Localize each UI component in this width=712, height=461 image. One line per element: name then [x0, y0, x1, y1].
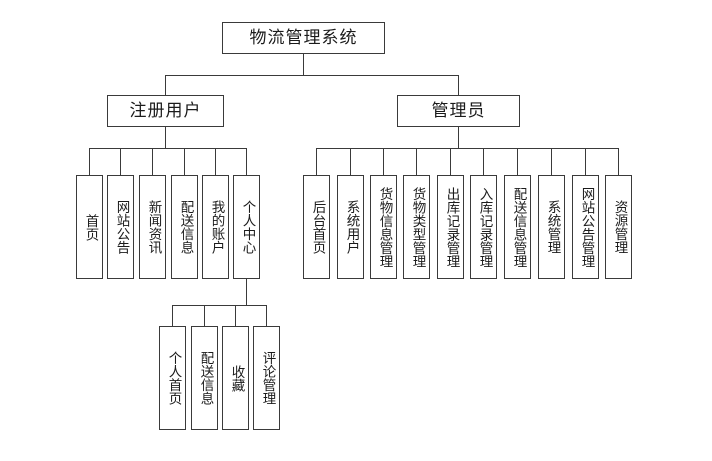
connector-drop-huowuxinxiguanli	[383, 148, 384, 175]
connector-drop-gerenshouye	[172, 305, 173, 326]
connector-bottom-bar	[172, 305, 267, 306]
node-label: 新闻资讯	[145, 200, 162, 254]
node-administrator[interactable]: 管理员	[397, 95, 520, 127]
node-label: 货物类型管理	[409, 186, 426, 268]
node-user-home[interactable]: 首页	[76, 175, 103, 279]
connector-drop-wodezhanghu	[215, 148, 216, 175]
connector-to-registered-user	[165, 75, 166, 95]
connector-administrator-stem	[458, 126, 459, 148]
connector-root-stem	[303, 53, 304, 75]
connector-drop-rukujiluguanli	[483, 148, 484, 175]
node-admin-goods-info-management[interactable]: 货物信息管理	[370, 175, 397, 279]
node-user-news[interactable]: 新闻资讯	[139, 175, 166, 279]
connector-drop-peisongxinxi	[184, 148, 185, 175]
connector-drop-ziyuanguanli	[618, 148, 619, 175]
node-label: 系统用户	[343, 200, 360, 254]
node-admin-backend-home[interactable]: 后台首页	[303, 175, 330, 279]
node-personal-favorites[interactable]: 收藏	[222, 326, 249, 430]
node-label: 个人中心	[239, 200, 256, 254]
node-label: 物流管理系统	[249, 27, 358, 48]
node-registered-user[interactable]: 注册用户	[107, 95, 224, 127]
node-admin-resource-management[interactable]: 资源管理	[605, 175, 632, 279]
connector-drop-xitongguanli	[551, 148, 552, 175]
connector-drop-houtaishouye	[316, 148, 317, 175]
node-user-personal-center[interactable]: 个人中心	[233, 175, 260, 279]
node-label: 货物信息管理	[376, 186, 393, 268]
node-label: 管理员	[431, 100, 486, 121]
node-label: 配送信息	[177, 200, 194, 254]
connector-drop-peisongxinxiguanli	[517, 148, 518, 175]
connector-drop-pinglunguanli	[266, 305, 267, 326]
connector-administrator-bar	[316, 148, 619, 149]
node-admin-system-management[interactable]: 系统管理	[538, 175, 565, 279]
node-label: 后台首页	[309, 200, 326, 254]
node-admin-outbound-record-management[interactable]: 出库记录管理	[437, 175, 464, 279]
node-admin-system-users[interactable]: 系统用户	[337, 175, 364, 279]
node-label: 出库记录管理	[443, 186, 460, 268]
connector-drop-shouye	[89, 148, 90, 175]
connector-registered-user-bar	[89, 148, 247, 149]
node-personal-home[interactable]: 个人首页	[159, 326, 186, 430]
node-admin-goods-type-management[interactable]: 货物类型管理	[403, 175, 430, 279]
connector-drop-wangzhangonggao	[120, 148, 121, 175]
connector-registered-user-stem	[165, 126, 166, 148]
node-personal-delivery-info[interactable]: 配送信息	[191, 326, 218, 430]
node-label: 网站公告管理	[578, 186, 595, 268]
node-label: 我的账户	[208, 200, 225, 254]
node-label: 收藏	[228, 364, 245, 392]
node-label: 评论管理	[259, 351, 276, 405]
node-label: 网站公告	[113, 200, 130, 254]
node-label: 配送信息管理	[510, 186, 527, 268]
node-label: 首页	[82, 213, 99, 241]
node-label: 注册用户	[129, 100, 202, 121]
node-user-delivery-info[interactable]: 配送信息	[171, 175, 198, 279]
connector-drop-xinwenzixun	[152, 148, 153, 175]
node-label: 系统管理	[544, 200, 561, 254]
connector-drop-chukujiluguanli	[450, 148, 451, 175]
node-user-site-announcement[interactable]: 网站公告	[107, 175, 134, 279]
node-admin-site-announcement-management[interactable]: 网站公告管理	[572, 175, 599, 279]
connector-drop-huowuleixingguanli	[416, 148, 417, 175]
node-label: 入库记录管理	[476, 186, 493, 268]
node-label: 配送信息	[197, 351, 214, 405]
connector-level2-bar	[165, 75, 459, 76]
connector-drop-gerenzhongxin	[246, 148, 247, 175]
node-label: 个人首页	[165, 351, 182, 405]
connector-drop-wangzhangonggaoguanli	[585, 148, 586, 175]
node-admin-delivery-info-management[interactable]: 配送信息管理	[504, 175, 531, 279]
node-user-my-account[interactable]: 我的账户	[202, 175, 229, 279]
node-personal-comment-management[interactable]: 评论管理	[253, 326, 280, 430]
connector-gerenzhongxin-stem	[246, 278, 247, 305]
node-admin-inbound-record-management[interactable]: 入库记录管理	[470, 175, 497, 279]
connector-drop-peisongxinxi-2	[204, 305, 205, 326]
node-root-logistics-management-system[interactable]: 物流管理系统	[222, 22, 385, 54]
node-label: 资源管理	[611, 200, 628, 254]
connector-drop-shoucang	[235, 305, 236, 326]
connector-drop-xitongyonghu	[350, 148, 351, 175]
connector-to-administrator	[458, 75, 459, 95]
